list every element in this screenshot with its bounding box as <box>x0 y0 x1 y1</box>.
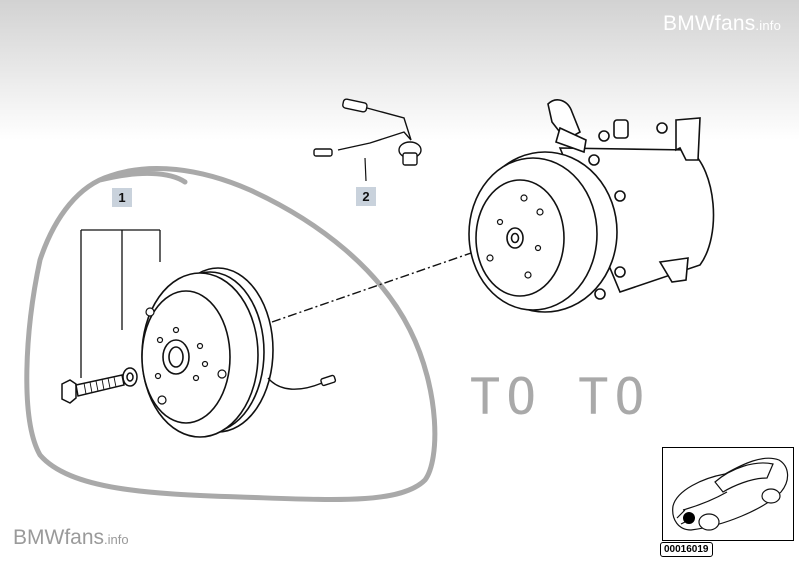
car-sketch <box>672 457 789 531</box>
alignment-dash-line <box>271 242 501 323</box>
compressor <box>468 99 715 313</box>
bolt <box>61 374 125 404</box>
location-marker <box>683 512 695 524</box>
callout-1[interactable]: 1 <box>112 188 132 207</box>
clutch-wire <box>267 374 337 390</box>
watermark-top: BMWfans.info <box>663 12 781 35</box>
washer <box>122 367 138 387</box>
clutch-pulley <box>141 267 274 438</box>
watermark-bottom: BMWfans.info <box>13 526 129 549</box>
callout-2[interactable]: 2 <box>356 187 376 206</box>
diagram-code: 00016019 <box>660 542 713 557</box>
vehicle-location-inset <box>662 447 794 541</box>
callout-1-leaders <box>80 229 161 378</box>
sensor-harness <box>313 98 422 182</box>
scribble-outline <box>24 165 438 503</box>
handwritten-annotation: TO TO <box>470 368 651 426</box>
